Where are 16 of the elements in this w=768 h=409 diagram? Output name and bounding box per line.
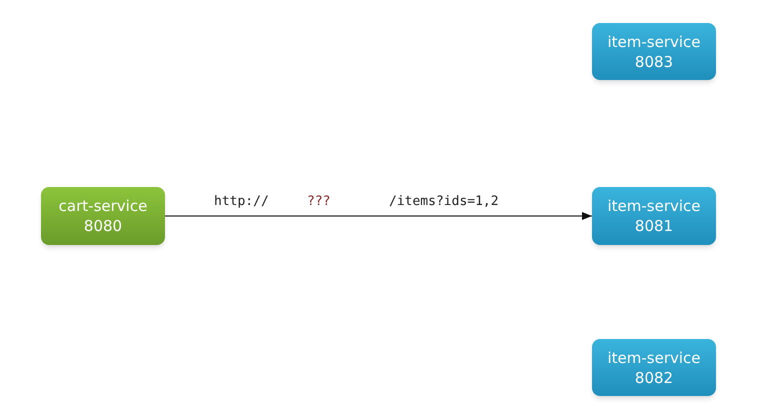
service-name: item-service xyxy=(607,348,701,368)
url-part: http:// xyxy=(214,194,269,210)
service-box xyxy=(592,339,716,396)
service-name: item-service xyxy=(607,32,701,52)
service-box xyxy=(41,187,165,245)
arrow xyxy=(164,212,592,220)
url-part: /items?ids=1,2 xyxy=(389,194,499,210)
port-number: 8083 xyxy=(634,52,674,72)
service-box xyxy=(592,187,716,245)
service-name: cart-service xyxy=(58,196,148,216)
placeholder-text: ??? xyxy=(307,194,330,210)
service-box xyxy=(592,23,716,80)
port-number: 8080 xyxy=(84,216,122,236)
port-number: 8082 xyxy=(634,368,674,388)
service-name: item-service xyxy=(607,196,701,216)
port-number: 8081 xyxy=(634,216,674,236)
